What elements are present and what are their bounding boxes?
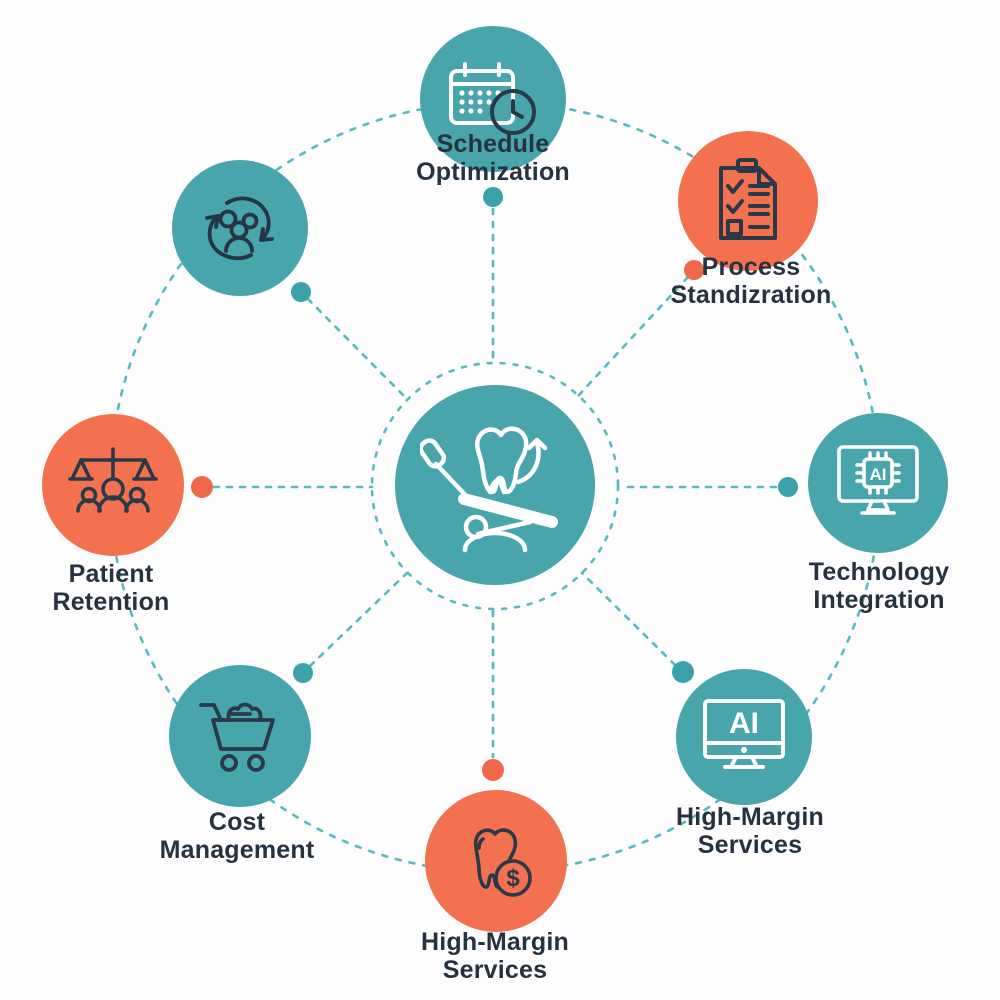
connector-dot-top-left: [291, 282, 311, 302]
node-technology-integration: AI: [808, 413, 948, 553]
node-cost-management: [169, 665, 311, 807]
ai-monitor-icon: AI: [703, 699, 785, 769]
calendar-clock-icon: [449, 62, 536, 135]
dental-chair-tooth-arrow-icon: [420, 426, 558, 553]
shopping-cart-icon: [199, 702, 275, 772]
monitor-ai-text: AI: [729, 707, 759, 740]
connector-dot-top: [483, 187, 503, 207]
connector-dot-bottom-left: [293, 663, 313, 683]
node-people-cycle: [172, 160, 308, 296]
node-patient-retention: [42, 414, 184, 556]
label-patient-retention: Patient Retention: [52, 560, 170, 616]
dollar-sign-text: $: [506, 865, 520, 892]
scales-people-icon: [68, 447, 158, 513]
label-high-margin-services-ai: High-Margin Services: [675, 803, 824, 859]
connector-dot-bottom-right: [672, 661, 694, 683]
hub-dental-practice: [395, 385, 595, 585]
ai-chip-monitor-icon: AI: [837, 445, 919, 515]
spoke-top-right: [576, 275, 690, 398]
connector-dot-bottom: [482, 759, 504, 781]
chip-ai-text: AI: [870, 465, 887, 484]
label-technology-integration: Technology Integration: [808, 558, 950, 614]
label-high-margin-services: High-Margin Services: [420, 928, 569, 984]
node-high-margin-services: $: [425, 790, 567, 932]
connector-dot-left: [191, 476, 213, 498]
people-cycle-arrows-icon: [205, 196, 274, 260]
spoke-bottom-left: [308, 571, 409, 668]
node-high-margin-services-ai: AI: [676, 669, 812, 805]
label-schedule-optimization: Schedule Optimization: [416, 130, 570, 186]
label-process-standardization: Process Standizration: [670, 253, 832, 309]
connector-dot-top-right: [684, 260, 704, 280]
node-process-standardization: [678, 131, 818, 271]
tooth-dollar-icon: $: [473, 828, 532, 897]
spoke-top-left: [306, 297, 410, 402]
center-dashed-ring: [370, 361, 620, 611]
connector-dot-right: [778, 477, 798, 497]
checklist-clipboard-icon: [719, 158, 777, 240]
spoke-bottom-right: [580, 571, 677, 667]
node-schedule-optimization: [420, 26, 566, 172]
label-cost-management: Cost Management: [159, 808, 315, 864]
